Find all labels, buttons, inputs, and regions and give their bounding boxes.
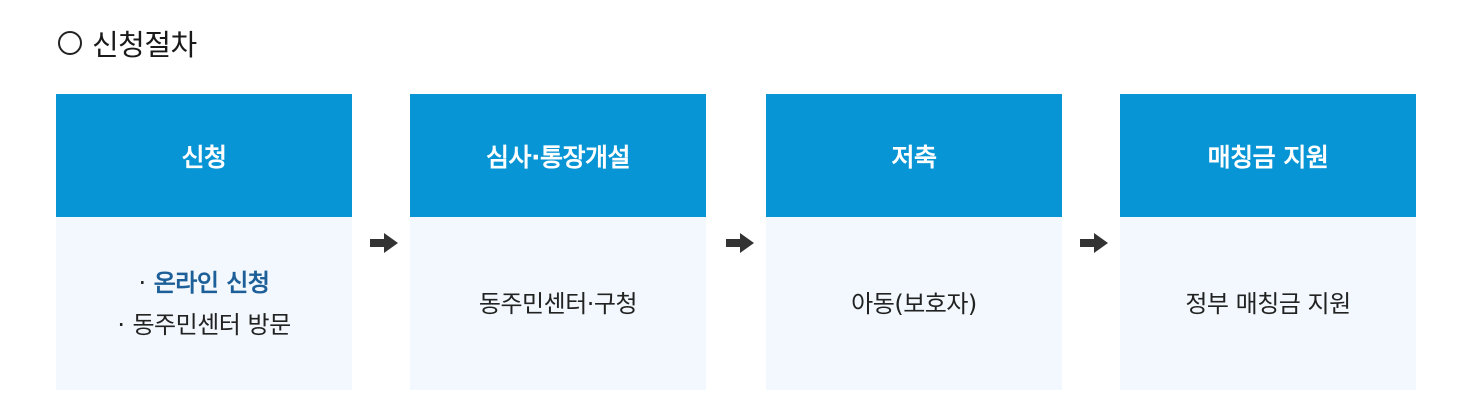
bullet: · [117,310,125,339]
step-body: ·온라인 신청 ·동주민센터 방문 [56,217,352,390]
step-line: 동주민센터·구청 [478,289,638,318]
step-line: 정부 매칭금 지원 [1185,289,1351,318]
step-body: 정부 매칭금 지원 [1120,217,1416,390]
step-apply: 신청 ·온라인 신청 ·동주민센터 방문 [56,94,352,390]
step-body: 동주민센터·구청 [410,217,706,390]
circle-icon [58,31,82,55]
step-body: 아동(보호자) [766,217,1062,390]
right-arrow-icon [370,233,398,253]
step-saving: 저축 아동(보호자) [766,94,1062,390]
right-arrow-icon [726,233,754,253]
step-header: 매칭금 지원 [1120,94,1416,217]
step-header: 신청 [56,94,352,217]
section-heading: 신청절차 [58,22,197,64]
step-header: 저축 [766,94,1062,217]
right-arrow-icon [1080,233,1108,253]
step-matching: 매칭금 지원 정부 매칭금 지원 [1120,94,1416,390]
step-line-online: ·온라인 신청 [139,262,270,304]
section-title: 신청절차 [92,28,197,62]
bullet: · [138,268,147,297]
step-review: 심사·통장개설 동주민센터·구청 [410,94,706,390]
step-header: 심사·통장개설 [410,94,706,217]
step-line-visit: ·동주민센터 방문 [117,304,291,346]
step-line: 아동(보호자) [851,289,977,318]
